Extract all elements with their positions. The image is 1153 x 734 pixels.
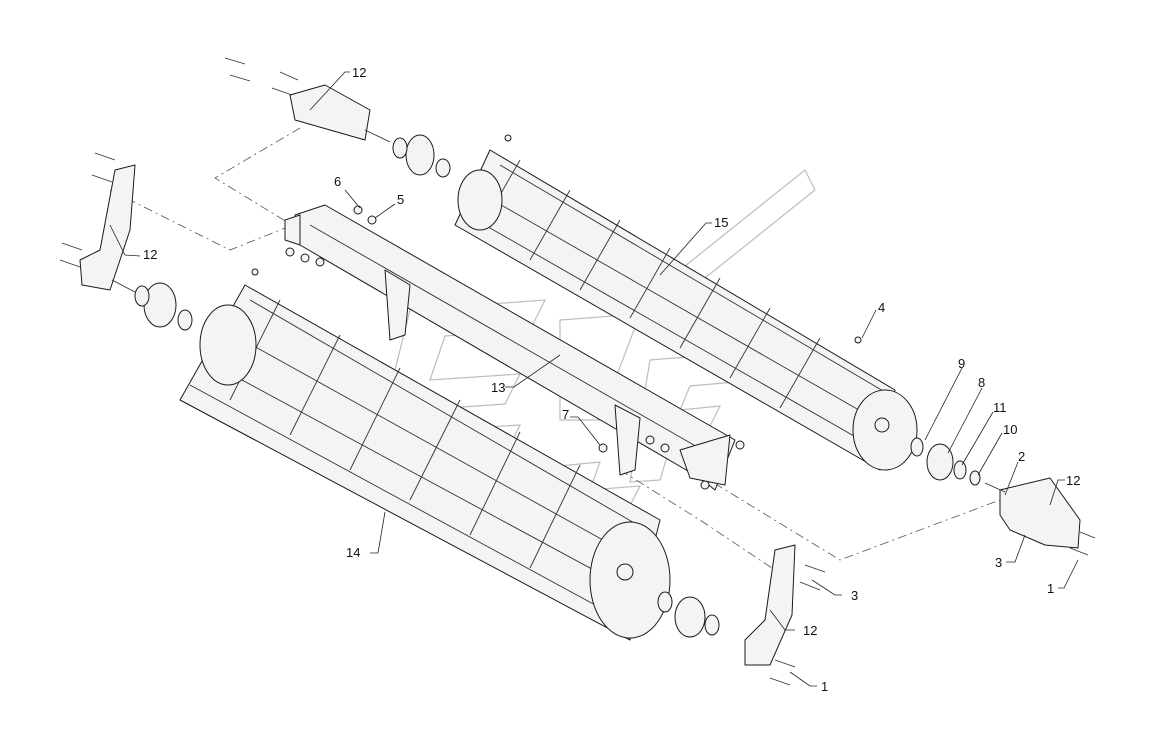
bearing-front-right — [657, 591, 720, 638]
callout-1-front: 1 — [821, 679, 828, 694]
callout-15: 15 — [714, 215, 728, 230]
bolts — [59, 57, 1096, 686]
bearing-rear-right — [910, 437, 981, 486]
callout-1-right: 1 — [1047, 581, 1054, 596]
callout-6: 6 — [334, 174, 341, 189]
leader-lines — [109, 71, 1079, 687]
callout-12-right-front: 12 — [803, 623, 817, 638]
bracket-top — [289, 84, 371, 141]
callout-8: 8 — [978, 375, 985, 390]
callout-7: 7 — [562, 407, 569, 422]
callout-10: 10 — [1003, 422, 1017, 437]
bracket-right-front — [744, 544, 796, 666]
callout-labels: 12 6 5 12 15 4 13 9 8 11 10 7 2 12 3 1 1… — [143, 65, 1080, 694]
bracket-left — [79, 164, 136, 291]
callout-3-right: 3 — [995, 555, 1002, 570]
callout-9: 9 — [958, 356, 965, 371]
callout-4: 4 — [878, 300, 885, 315]
callout-13: 13 — [491, 380, 505, 395]
callout-5: 5 — [397, 192, 404, 207]
callout-12-left: 12 — [143, 247, 157, 262]
front-roller — [179, 284, 671, 641]
callout-3-front: 3 — [851, 588, 858, 603]
callout-11: 11 — [993, 400, 1007, 415]
bearing-left — [134, 282, 193, 331]
callout-12-right-rear: 12 — [1066, 473, 1080, 488]
bracket-right-rear — [999, 477, 1081, 549]
rear-roller — [454, 149, 918, 471]
frame-beam — [284, 204, 736, 491]
callout-2: 2 — [1018, 449, 1025, 464]
callout-14: 14 — [346, 545, 360, 560]
callout-12-top: 12 — [352, 65, 366, 80]
bearing-top — [392, 134, 451, 178]
